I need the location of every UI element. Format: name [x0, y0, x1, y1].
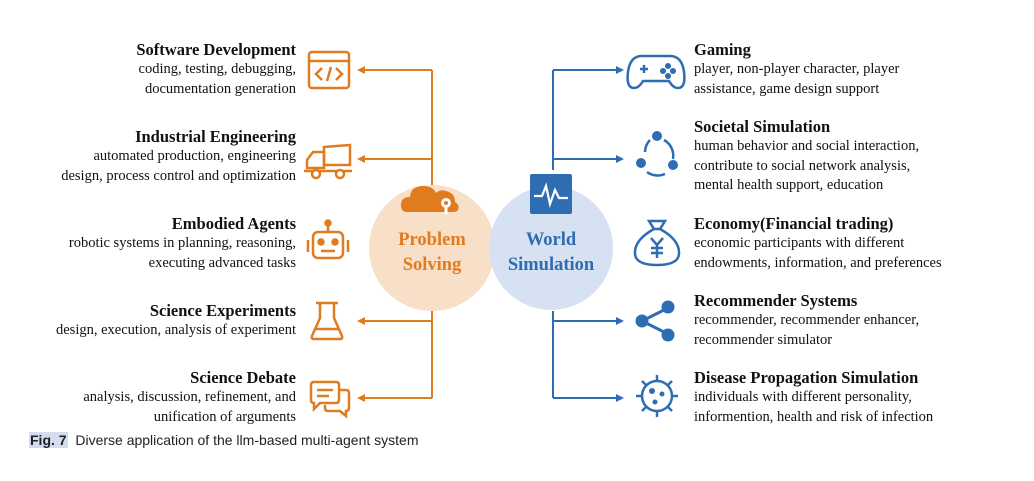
network-cycle-icon — [636, 131, 678, 177]
item-title: Gaming — [694, 40, 751, 59]
figure-caption: Fig. 7 Diverse application of the llm-ba… — [29, 432, 419, 448]
figure-caption-text: Diverse application of the llm-based mul… — [75, 432, 419, 448]
item-title: Embodied Agents — [171, 214, 296, 233]
world-simulation-connectors — [552, 69, 620, 399]
problem-solving-connectors — [360, 69, 433, 399]
item-desc-line: executing advanced tasks — [148, 254, 296, 271]
figure-label: Fig. 7 — [29, 432, 68, 448]
item-desc-line: endowments, information, and preferences — [694, 254, 942, 271]
problem-solving-label: Problem Solving — [385, 228, 479, 278]
item-desc-line: mental health support, education — [694, 177, 884, 193]
flask-icon — [310, 301, 344, 341]
item-title: Industrial Engineering — [135, 127, 296, 146]
left-item-science-debate: Science Debate analysis, discussion, ref… — [83, 368, 296, 427]
left-item-science-experiments: Science Experiments design, execution, a… — [56, 301, 296, 341]
problem-solving-line-1: Problem — [398, 230, 466, 250]
problem-solving-arrowheads — [357, 66, 365, 402]
item-desc-line: informention, health and risk of infecti… — [694, 408, 934, 425]
item-desc-line: coding, testing, debugging, — [138, 61, 296, 77]
robot-icon — [306, 219, 350, 260]
item-desc-line: human behavior and social interaction, — [694, 138, 920, 154]
code-window-icon — [307, 50, 351, 90]
right-item-disease-propagation: Disease Propagation Simulation individua… — [694, 368, 933, 427]
chat-bubbles-icon — [309, 380, 351, 419]
item-desc-line: design, process control and optimization — [61, 167, 296, 184]
item-title: Disease Propagation Simulation — [694, 368, 919, 387]
right-item-societal-simulation: Societal Simulation human behavior and s… — [694, 117, 919, 196]
item-desc-line: contribute to social network analysis, — [694, 157, 911, 174]
item-desc-line: recommender, recommender enhancer, — [694, 312, 920, 328]
item-desc-line: design, execution, analysis of experimen… — [56, 322, 296, 338]
item-desc-line: documentation generation — [145, 80, 296, 97]
item-title: Science Debate — [190, 368, 296, 387]
item-title: Software Development — [136, 40, 296, 59]
world-simulation-line-2: Simulation — [507, 255, 595, 275]
world-simulation-circle — [489, 186, 613, 310]
monitor-pulse-icon — [530, 174, 572, 214]
problem-solving-circle — [369, 185, 495, 311]
dump-truck-icon — [304, 143, 352, 180]
world-simulation-label: World Simulation — [498, 228, 604, 278]
money-bag-icon — [633, 219, 681, 267]
cloud-gear-icon — [401, 186, 459, 214]
item-desc-line: unification of arguments — [153, 408, 296, 425]
right-item-gaming: Gaming player, non-player character, pla… — [694, 40, 899, 99]
world-simulation-line-1: World — [525, 230, 577, 250]
item-title: Science Experiments — [149, 301, 296, 320]
virus-icon — [636, 375, 678, 417]
item-desc-line: assistance, game design support — [694, 80, 880, 97]
item-desc-line: player, non-player character, player — [694, 61, 900, 77]
item-desc-line: economic participants with different — [694, 235, 905, 251]
item-desc-line: automated production, engineering — [93, 148, 296, 164]
item-desc-line: robotic systems in planning, reasoning, — [68, 235, 296, 251]
left-item-software-development: Software Development coding, testing, de… — [136, 40, 296, 99]
item-desc-line: recommender simulator — [694, 331, 833, 348]
right-item-recommender-systems: Recommender Systems recommender, recomme… — [694, 291, 919, 350]
left-item-embodied-agents: Embodied Agents robotic systems in plann… — [69, 214, 296, 273]
world-simulation-arrowheads — [616, 66, 624, 402]
item-desc-line: individuals with different personality, — [694, 389, 912, 405]
item-title: Recommender Systems — [694, 291, 858, 310]
left-item-industrial-engineering: Industrial Engineering automated product… — [61, 127, 296, 186]
gamepad-icon — [626, 54, 686, 90]
right-item-economy: Economy(Financial trading) economic part… — [694, 214, 942, 273]
item-desc-line: analysis, discussion, refinement, and — [83, 389, 296, 405]
problem-solving-line-2: Solving — [402, 255, 462, 275]
item-title: Societal Simulation — [694, 117, 831, 136]
item-title: Economy(Financial trading) — [694, 214, 894, 233]
share-nodes-icon — [635, 300, 675, 342]
